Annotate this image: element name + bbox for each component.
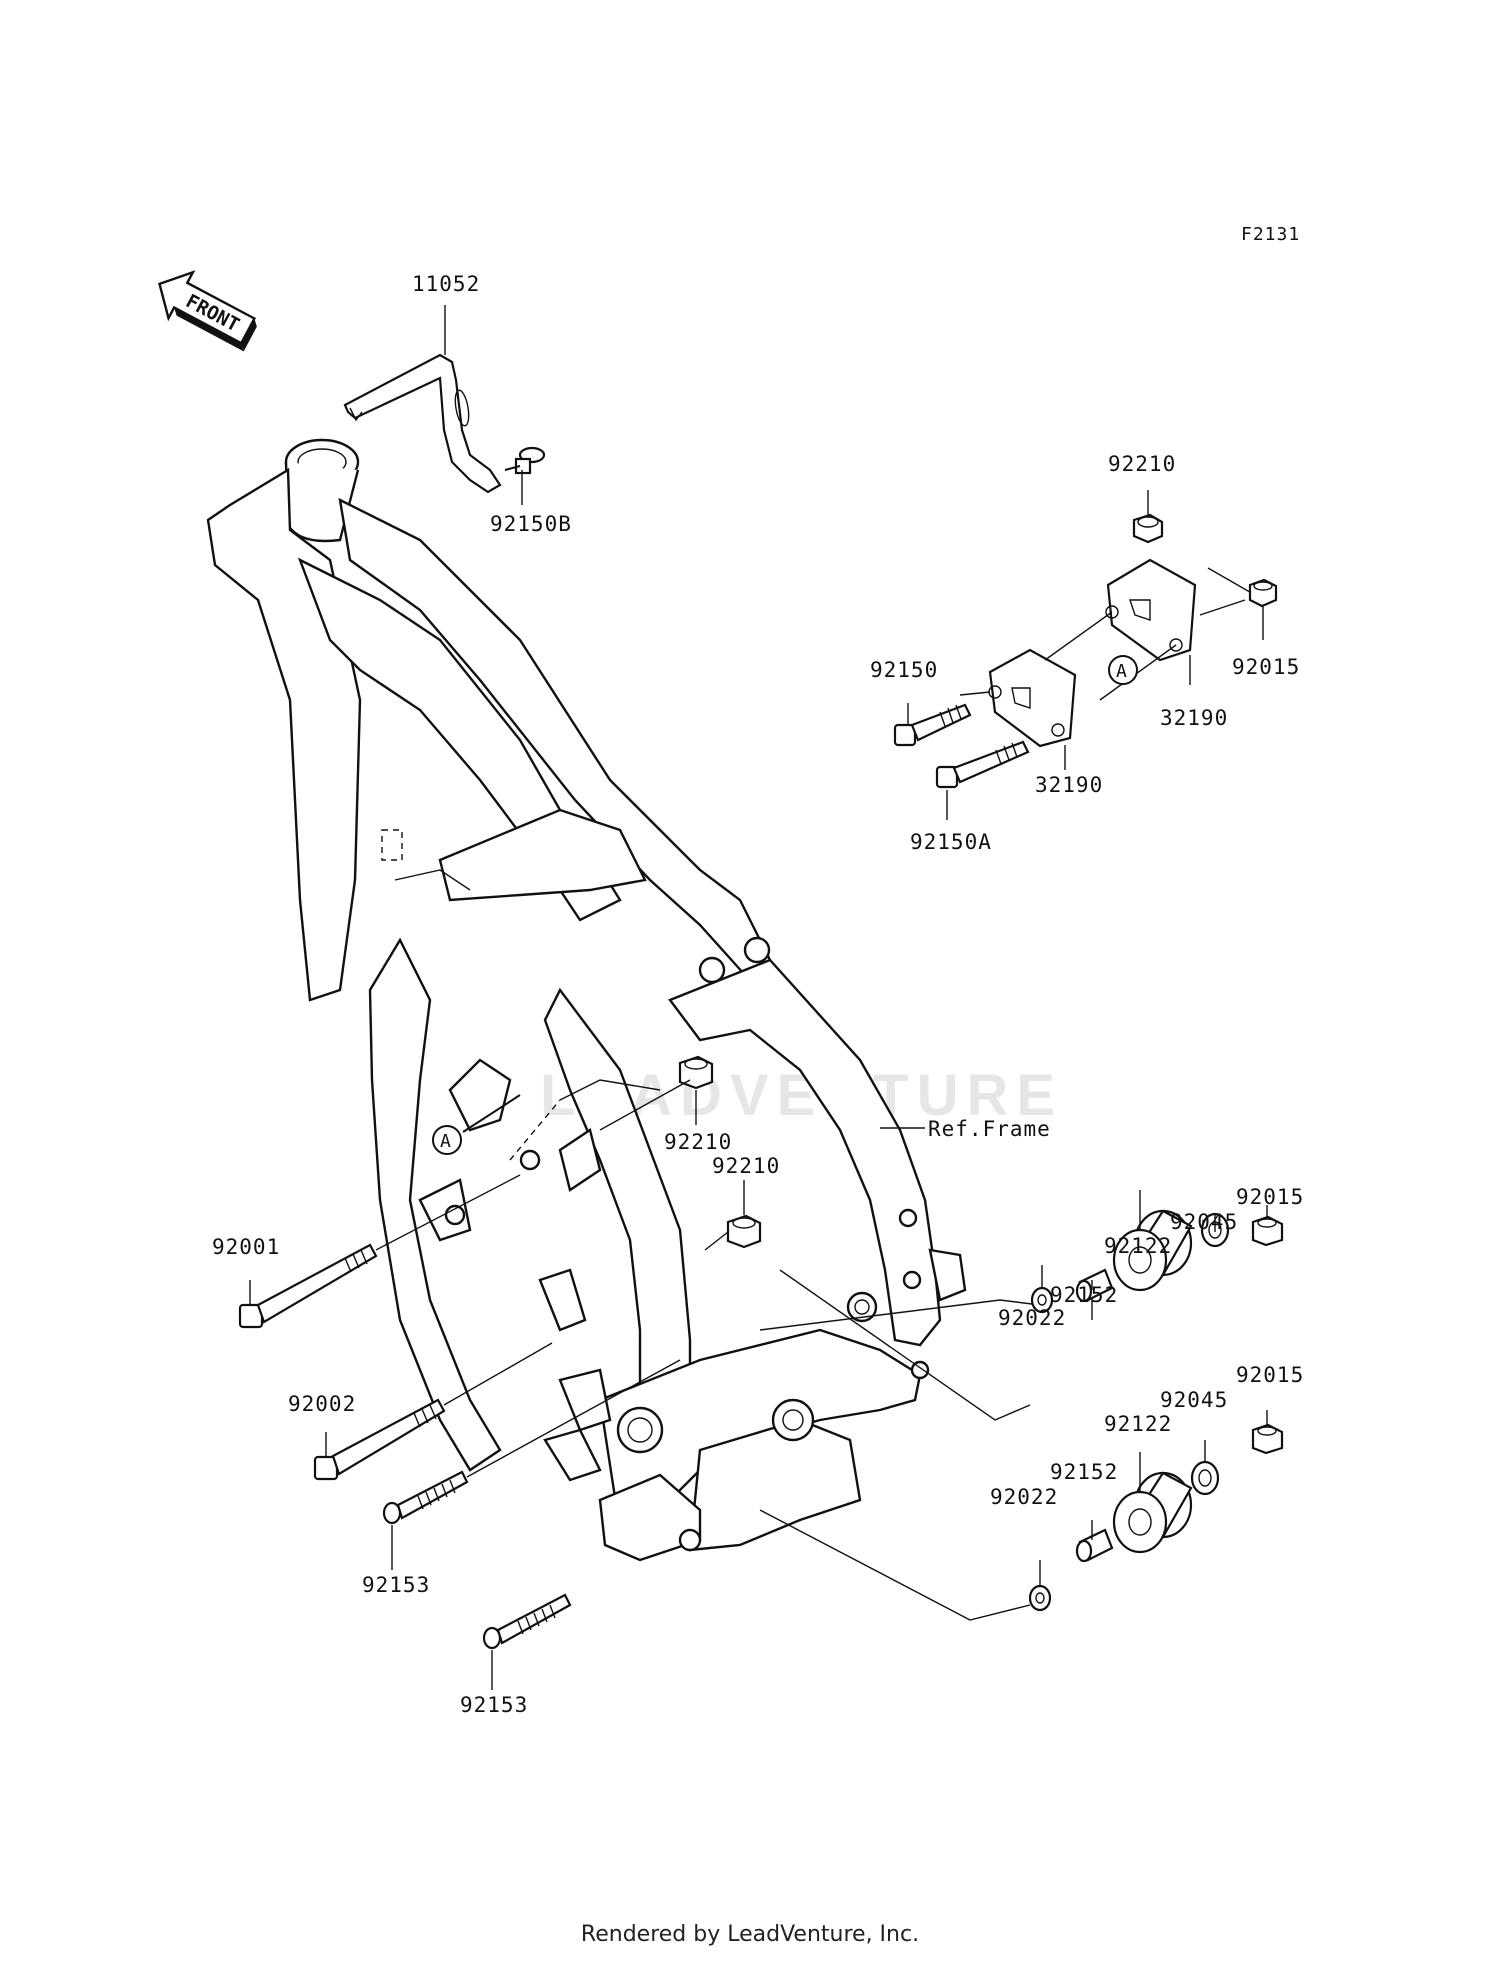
bolt-92153-upper [382, 1359, 681, 1525]
label-92210-top: 92210 [1108, 452, 1177, 476]
label-11052: 11052 [412, 272, 481, 296]
label-92015-r1: 92015 [1236, 1185, 1305, 1209]
bolt-92150b [504, 446, 546, 475]
leader-lines [249, 305, 1268, 1690]
bracket-11052 [343, 353, 502, 494]
label-92152-r2: 92152 [1050, 1460, 1119, 1484]
label-92150a: 92150A [910, 830, 992, 854]
bearing-92045-lower [1190, 1460, 1220, 1496]
nut-92210-low [726, 1214, 762, 1249]
nut-92015-lower [1251, 1423, 1284, 1455]
label-92153-lower: 92153 [460, 1693, 529, 1717]
label-92045-r2: 92045 [1160, 1388, 1229, 1412]
label-92122-r2: 92122 [1104, 1412, 1173, 1436]
bushing-92122-upper [1112, 1209, 1193, 1292]
label-92045-r1: 92045 [1170, 1210, 1239, 1234]
bolt-92150a [935, 740, 1030, 789]
diagram-code: F2131 [1241, 224, 1301, 245]
front-arrow-icon: FRONT [158, 270, 257, 352]
washer-92022-lower [1028, 1584, 1052, 1612]
label-92210-low: 92210 [712, 1154, 781, 1178]
engine-plate-left-32190 [988, 648, 1077, 748]
ref-frame-label: Ref.Frame [928, 1117, 1051, 1141]
label-92150: 92150 [870, 658, 939, 682]
nut-92210-mid [678, 1055, 714, 1090]
bolt-92150 [893, 703, 972, 747]
callout-a-frame-letter: A [440, 1131, 451, 1152]
label-92022-r1: 92022 [998, 1306, 1067, 1330]
label-92210-mid: 92210 [664, 1130, 733, 1154]
nut-92210-top [1132, 513, 1164, 544]
bolt-92153-lower [482, 1593, 572, 1650]
footer-credit: Rendered by LeadVenture, Inc. [580, 1922, 920, 1947]
label-92015-r2: 92015 [1236, 1363, 1305, 1387]
label-92002: 92002 [288, 1392, 357, 1416]
motorcycle-frame [206, 438, 967, 1562]
label-92122-r1: 92122 [1104, 1234, 1173, 1258]
label-92150b: 92150B [490, 512, 572, 536]
label-92001: 92001 [212, 1235, 281, 1259]
callout-a-top: A [1108, 655, 1138, 685]
bolt-92002 [313, 1342, 553, 1481]
callout-a-frame: A [432, 1094, 521, 1155]
label-92153-upper: 92153 [362, 1573, 431, 1597]
callout-a-top-letter: A [1116, 661, 1127, 682]
label-32190-right: 32190 [1160, 706, 1229, 730]
bolt-92001 [238, 1174, 521, 1329]
label-92022-r2: 92022 [990, 1485, 1059, 1509]
nut-92015-top [1248, 578, 1278, 608]
engine-plate-right-32190 [1105, 558, 1197, 662]
nut-92015-upper [1251, 1215, 1284, 1247]
label-92152-r1: 92152 [1050, 1283, 1119, 1307]
label-32190-left: 32190 [1035, 773, 1104, 797]
bushing-92122-lower [1112, 1471, 1193, 1554]
collar-92152-lower [1075, 1528, 1114, 1563]
label-92015-top: 92015 [1232, 655, 1301, 679]
collar-92152-upper [1075, 1268, 1114, 1303]
